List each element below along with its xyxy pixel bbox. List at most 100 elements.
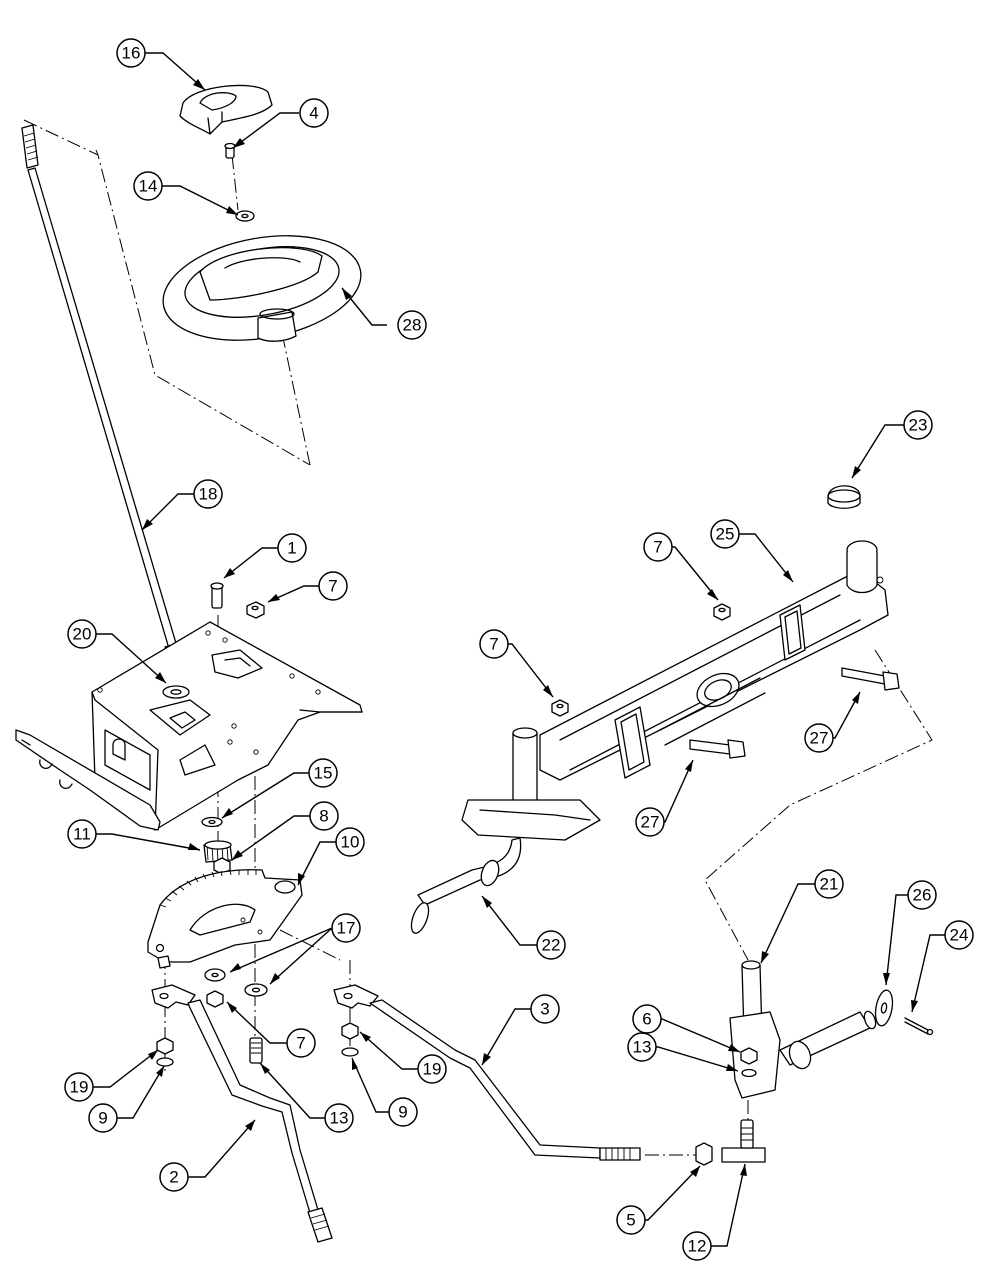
callout-1: 1 [277,533,307,563]
callout-16: 16 [116,38,146,68]
callout-25-label: 25 [716,525,735,544]
steering-sector-gear [147,869,303,969]
callout-22-label: 22 [542,936,561,955]
axle-nuts [551,603,731,717]
callout-7-upper: 7 [318,571,348,601]
callout-7-axle-upper-label: 7 [653,538,662,557]
callout-21: 21 [814,869,844,899]
callout-24: 24 [944,920,974,950]
callout-9-right: 9 [388,1097,418,1127]
left-spindle [410,727,601,934]
jam-nut [695,1142,713,1166]
callout-24-label: 24 [950,926,969,945]
callout-13-right: 13 [627,1032,657,1062]
callout-19-right: 19 [417,1054,447,1084]
callout-23: 23 [903,410,933,440]
spindle-washer [874,989,894,1027]
callout-26: 26 [907,880,937,910]
callout-14-label: 14 [139,177,158,196]
right-nut-washer [341,1022,359,1057]
callout-13-center-label: 13 [330,1109,349,1128]
callout-15-label: 15 [314,764,333,783]
front-axle [539,540,889,781]
callout-10: 10 [335,827,365,857]
left-nut-washer [156,1037,174,1067]
callout-18: 18 [193,479,223,509]
callout-10-label: 10 [341,833,360,852]
callout-4: 4 [299,98,329,128]
callout-7-lower-label: 7 [296,1034,305,1053]
callout-27-lower: 27 [635,807,665,837]
callout-19-left-label: 19 [70,1078,89,1097]
callout-7-lower: 7 [286,1028,316,1058]
callout-1-label: 1 [287,539,296,558]
callout-12: 12 [682,1231,712,1261]
callout-9-right-label: 9 [398,1103,407,1122]
callout-17-label: 17 [337,919,356,938]
callout-13-right-label: 13 [633,1038,652,1057]
callout-8-label: 8 [319,807,328,826]
callout-20: 20 [67,619,97,649]
lower-sector-nuts [204,968,268,1008]
callout-12-label: 12 [688,1237,707,1256]
callout-15: 15 [308,758,338,788]
steering-support-plate [15,621,363,831]
callout-21-label: 21 [820,875,839,894]
callout-14: 14 [133,171,163,201]
callout-2-label: 2 [169,1168,178,1187]
axle-bolt-lower [689,739,746,759]
callout-3: 3 [530,994,560,1024]
callout-27-lower-label: 27 [641,813,660,832]
callout-20-label: 20 [73,625,92,644]
cap-bolt [224,142,236,159]
callout-7-upper-label: 7 [328,577,337,596]
hex-nut-upper [246,601,265,619]
callout-6-label: 6 [642,1010,651,1029]
callout-13-center: 13 [324,1103,354,1133]
callout-18-label: 18 [199,485,218,504]
callout-7-axle-upper: 7 [643,532,673,562]
callout-6: 6 [632,1004,662,1034]
callout-27-right-label: 27 [810,729,829,748]
drag-link-right [333,984,641,1161]
callout-4-label: 4 [309,104,318,123]
callout-19-left: 19 [64,1072,94,1102]
steering-shaft [21,124,182,663]
callout-19-right-label: 19 [423,1060,442,1079]
callout-22: 22 [536,930,566,960]
callout-11: 11 [67,819,97,849]
callout-23-label: 23 [909,416,928,435]
axle-bolt-right [841,667,900,691]
callout-5: 5 [616,1205,646,1235]
callout-2: 2 [159,1162,189,1192]
callout-7-axle-lower: 7 [479,629,509,659]
callout-26-label: 26 [913,886,932,905]
callout-9-left: 9 [88,1103,118,1133]
pinion-washer [201,816,223,828]
steering-wheel [162,235,362,342]
support-bolt [210,582,224,609]
callout-28: 28 [397,310,427,340]
callout-3-label: 3 [540,1000,549,1019]
steering-wheel-cap [179,84,273,135]
drag-link-left [151,984,333,1243]
callout-17: 17 [331,913,361,943]
callout-27-right: 27 [804,723,834,753]
callout-5-label: 5 [626,1211,635,1230]
right-spindle [729,960,877,1099]
cotter-pin [904,1017,934,1036]
ball-joint [721,1119,766,1163]
shaft-bushing [162,685,190,699]
pinion-gear [203,840,233,863]
small-washer [235,210,255,222]
callout-28-label: 28 [403,316,422,335]
center-bolt [249,1037,263,1064]
callout-16-label: 16 [122,44,141,63]
callout-8: 8 [309,801,339,831]
callout-9-left-label: 9 [98,1109,107,1128]
callout-7-axle-lower-label: 7 [489,635,498,654]
callout-25: 25 [710,519,740,549]
callout-11-label: 11 [73,825,91,844]
dust-cap [827,485,861,509]
